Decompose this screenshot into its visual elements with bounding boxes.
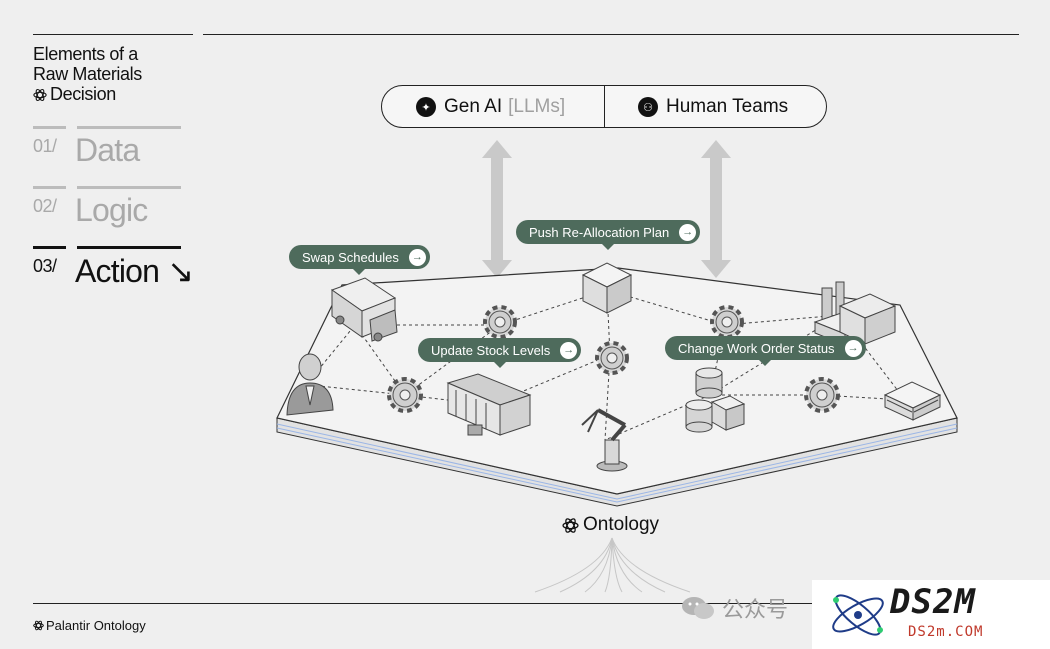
tag-label: Push Re-Allocation Plan <box>529 224 670 240</box>
top-rule-left <box>33 34 193 35</box>
gear-icon <box>804 377 840 413</box>
step-bar <box>33 186 66 189</box>
human-teams-segment[interactable]: ⚇ Human Teams <box>638 95 788 119</box>
double-arrow-left <box>482 140 512 278</box>
wechat-icon <box>682 597 714 619</box>
step-bar <box>77 246 181 249</box>
people-icon: ⚇ <box>638 97 658 117</box>
actors-pill: ✦ Gen AI [LLMs] ⚇ Human Teams <box>381 85 827 128</box>
tag-label: Change Work Order Status <box>678 340 835 356</box>
logo-subtext: DS2m.COM <box>908 624 984 640</box>
step-number: 01/ <box>33 136 57 156</box>
footer: Palantir Ontology <box>33 618 146 633</box>
step-action[interactable]: 03/ Action ↘ <box>33 246 194 306</box>
push-reallocation-tag[interactable]: Push Re-Allocation Plan → <box>516 220 701 250</box>
arrow-right-icon: → <box>560 341 578 359</box>
robot-arm-icon <box>581 408 628 472</box>
change-work-order-tag[interactable]: Change Work Order Status → <box>665 336 866 366</box>
atom-icon <box>33 89 47 102</box>
database-icon <box>685 367 746 433</box>
gen-ai-label: Gen AI <box>444 96 503 117</box>
top-rule-right <box>203 34 1019 35</box>
page-title: Elements of a Raw Materials Decision <box>33 44 142 104</box>
double-arrow-right <box>701 140 731 278</box>
step-logic[interactable]: 02/ Logic <box>33 186 193 246</box>
warehouse-icon <box>446 373 532 436</box>
ontology-label: Ontology <box>562 514 659 536</box>
box-icon <box>581 262 633 314</box>
ontology-text: Ontology <box>583 514 660 535</box>
update-stock-tag[interactable]: Update Stock Levels → <box>418 338 582 368</box>
ds2m-logo: DS2M DS2m.COM <box>812 580 1050 649</box>
bottom-rule <box>33 603 829 604</box>
arrow-right-icon: → <box>679 223 697 241</box>
gen-ai-segment[interactable]: ✦ Gen AI [LLMs] <box>416 95 565 119</box>
factory-icon <box>813 281 897 346</box>
orbit-logo-icon <box>832 594 884 636</box>
tag-label: Swap Schedules <box>302 249 399 265</box>
arrow-right-icon: → <box>844 339 862 357</box>
step-number: 03/ <box>33 256 57 276</box>
step-bar <box>33 126 66 129</box>
gear-icon <box>387 377 423 413</box>
truck-icon <box>330 277 398 342</box>
step-data[interactable]: 01/ Data <box>33 126 193 186</box>
logo-text: DS2M <box>890 582 976 622</box>
gear-icon <box>483 305 517 339</box>
swap-schedules-tag[interactable]: Swap Schedules → <box>289 245 430 275</box>
gear-icon <box>710 305 744 339</box>
title-line-3: Decision <box>50 84 116 104</box>
step-label: Logic <box>75 192 148 228</box>
pill-divider <box>604 86 605 127</box>
watermark-text: 公众号 <box>722 597 789 622</box>
atom-icon <box>33 620 44 631</box>
footer-text: Palantir Ontology <box>46 618 146 633</box>
watermark: 公众号 <box>680 592 788 624</box>
step-bar <box>33 246 66 249</box>
tag-label: Update Stock Levels <box>431 342 551 358</box>
gear-icon <box>595 341 629 375</box>
step-number: 02/ <box>33 196 57 216</box>
gen-ai-sublabel: [LLMs] <box>508 96 566 117</box>
human-teams-label: Human Teams <box>666 96 789 117</box>
step-bar <box>77 126 181 129</box>
documents-icon <box>883 381 942 421</box>
step-label: Data <box>75 132 140 168</box>
step-label: Action ↘ <box>75 253 194 289</box>
step-bar <box>77 186 181 189</box>
sparkle-icon: ✦ <box>416 97 436 117</box>
person-icon <box>286 353 334 416</box>
arrow-right-icon: → <box>408 248 426 266</box>
title-line-2: Raw Materials <box>33 64 142 84</box>
ontology-rays <box>534 537 691 593</box>
title-line-1: Elements of a <box>33 44 138 64</box>
atom-icon <box>562 517 579 533</box>
